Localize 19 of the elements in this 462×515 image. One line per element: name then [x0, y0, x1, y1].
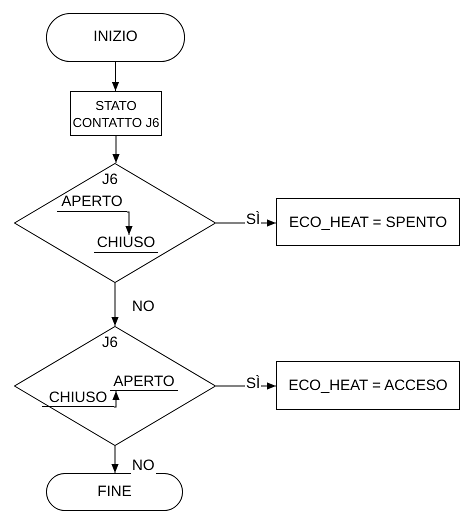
terminal-shape: FINE	[46, 473, 183, 511]
arrow	[111, 446, 119, 474]
arrow	[112, 390, 120, 408]
arrow	[216, 382, 276, 390]
arrow	[111, 282, 119, 326]
decision-label: J6	[102, 334, 118, 352]
state-label: APERTO	[57, 194, 127, 212]
arrow	[112, 62, 120, 92]
state-label: APERTO	[110, 374, 178, 391]
process-box: STATO CONTATTO J6	[70, 91, 162, 136]
arrow	[112, 136, 120, 164]
process-box: ECO_HEAT = SPENTO	[276, 198, 460, 246]
terminal-shape: INIZIO	[46, 13, 185, 62]
state-label: CHIUSO	[42, 390, 114, 407]
state-label: CHIUSO	[94, 235, 158, 253]
decision-label: J6	[102, 171, 118, 189]
arrow	[125, 212, 133, 236]
process-box: ECO_HEAT = ACCESO	[276, 361, 460, 410]
edge-label: NO	[131, 457, 156, 474]
